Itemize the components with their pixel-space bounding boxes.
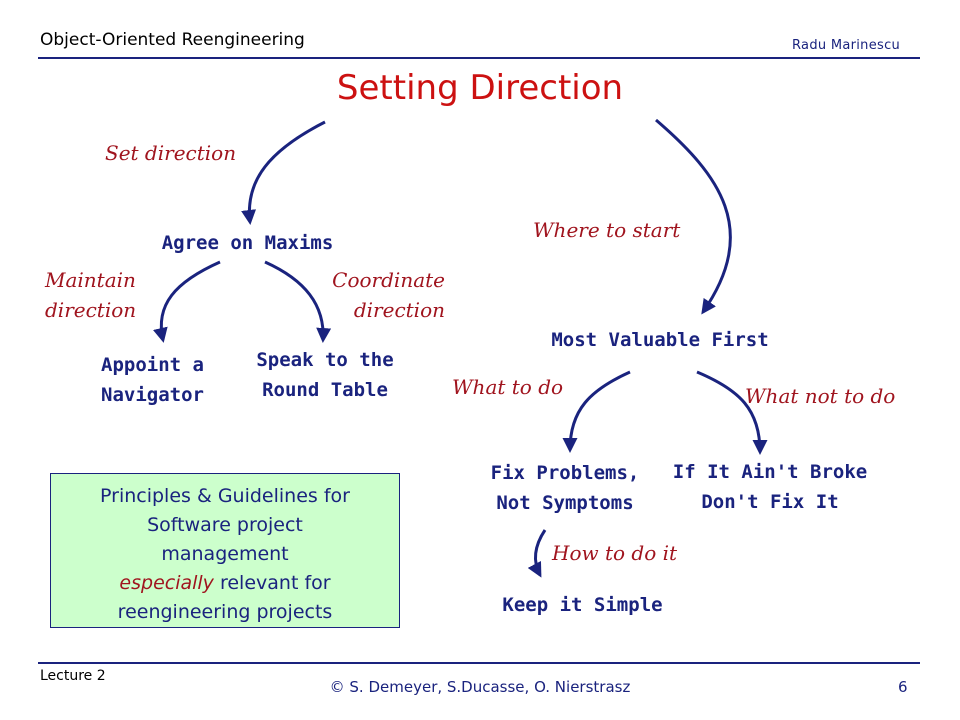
principles-note-box: Principles & Guidelines for Software pro… [50, 473, 400, 628]
node-most-valuable-first: Most Valuable First [551, 329, 769, 351]
arrow-title-to-most-valuable [655, 118, 732, 315]
author-name: Radu Marinescu [792, 38, 901, 53]
label-what-not-to-do: What not to do [745, 384, 896, 408]
node-keep-it-simple: Keep it Simple [502, 594, 663, 616]
note-line-5: reengineering projects [117, 601, 333, 623]
note-line-3: management [161, 543, 289, 565]
course-title: Object-Oriented Reengineering [40, 30, 305, 50]
label-maintain-direction-2: direction [45, 298, 137, 322]
node-aint-broke-line2: Don't Fix It [701, 491, 839, 513]
arrow-most-valuable-to-fix [562, 370, 631, 453]
arrow-title-to-agree [241, 120, 326, 225]
arrow-fix-to-simple [527, 529, 547, 578]
label-maintain-direction-1: Maintain [45, 268, 136, 292]
arrow-most-valuable-to-broke [696, 370, 768, 455]
node-appoint-navigator-line2: Navigator [101, 384, 204, 406]
node-speak-round-table-line1: Speak to the [256, 349, 394, 371]
slide-title: Setting Direction [336, 68, 624, 108]
label-set-direction: Set direction [105, 141, 237, 165]
arrow-agree-to-appoint [153, 260, 221, 343]
label-what-to-do: What to do [452, 375, 564, 399]
label-coordinate-direction-2: direction [353, 298, 445, 322]
node-speak-round-table-line2: Round Table [262, 379, 388, 401]
arrow-agree-to-speak [264, 260, 332, 343]
header-divider [38, 57, 920, 59]
node-appoint-navigator-line1: Appoint a [101, 354, 204, 376]
node-agree-on-maxims: Agree on Maxims [161, 232, 334, 254]
label-coordinate-direction-1: Coordinate [332, 268, 445, 292]
copyright-notice: © S. Demeyer, S.Ducasse, O. Nierstrasz [329, 678, 631, 696]
footer-divider [38, 662, 920, 664]
note-line-4-rest: relevant for [213, 572, 331, 594]
node-aint-broke-line1: If It Ain't Broke [672, 461, 868, 483]
note-line-2: Software project [147, 514, 303, 536]
note-line-4: especially relevant for [51, 569, 399, 598]
lecture-label: Lecture 2 [40, 668, 106, 684]
label-how-to-do-it: How to do it [552, 541, 678, 565]
label-where-to-start: Where to start [533, 218, 681, 242]
node-fix-problems-line2: Not Symptoms [496, 492, 634, 514]
note-emphasis: especially [119, 572, 214, 594]
node-fix-problems-line1: Fix Problems, [490, 462, 640, 484]
note-line-1: Principles & Guidelines for [100, 485, 350, 507]
page-number: 6 [898, 678, 908, 696]
